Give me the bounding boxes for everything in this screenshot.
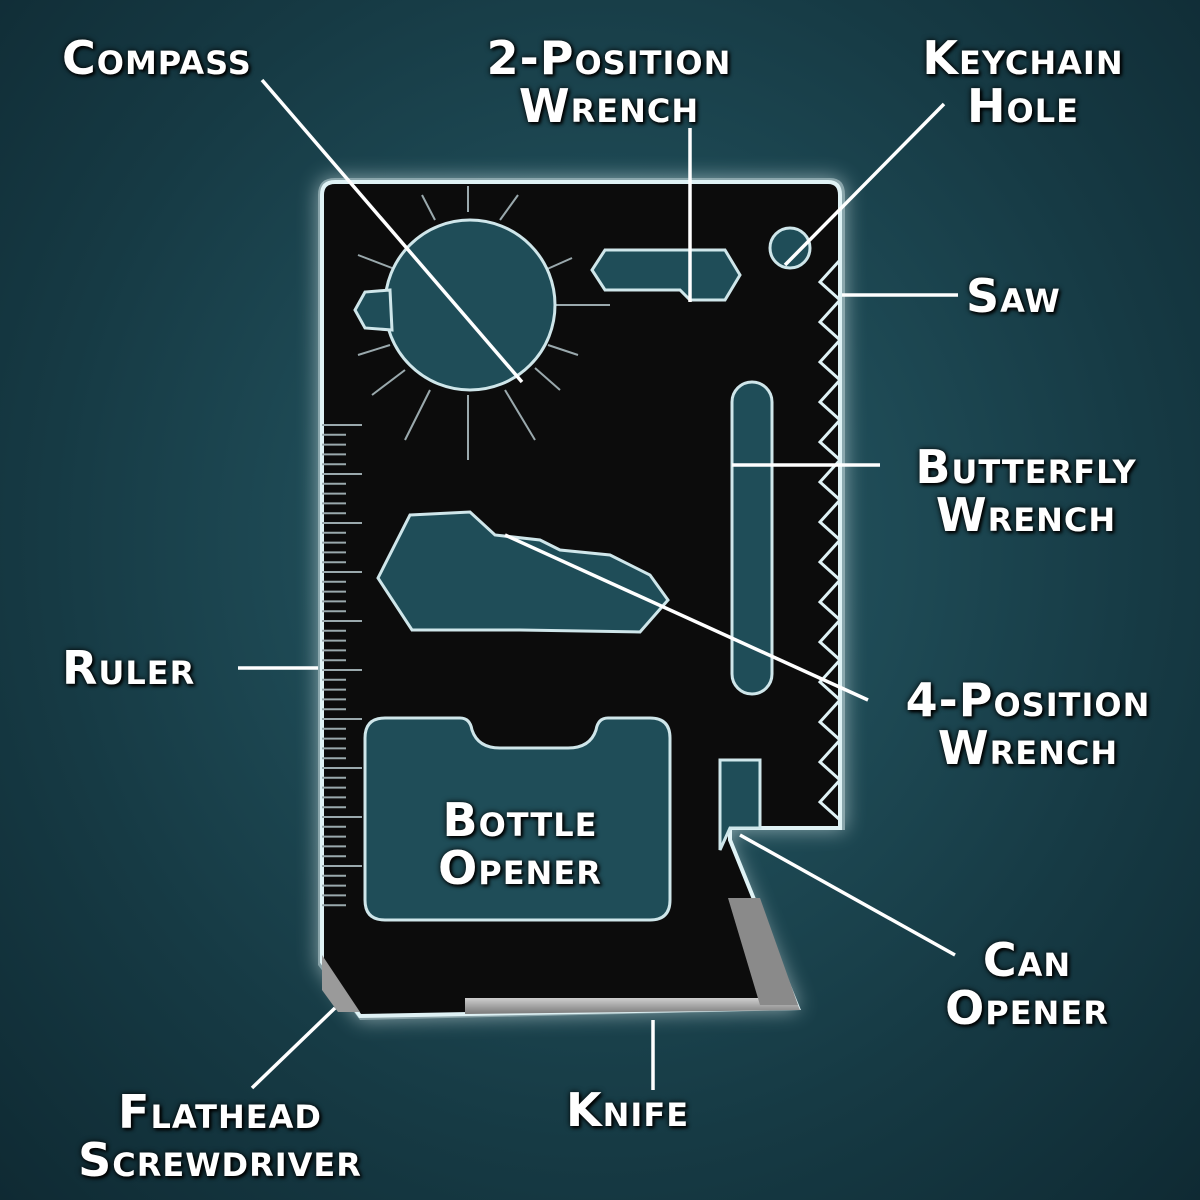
knife-label: Knife (566, 1083, 690, 1137)
callout-lines (238, 78, 958, 1090)
keychain-hole-label-line1: Keychain (922, 31, 1124, 85)
compass-label: Compass (62, 31, 252, 85)
screwdriver-callout (250, 1006, 337, 1090)
bottle-opener-label-line2: Opener (438, 841, 602, 895)
saw-label: Saw (966, 269, 1061, 323)
keychain-hole-cutout (768, 226, 812, 270)
can-opener-label-line2: Opener (945, 981, 1109, 1035)
screwdriver-edge (322, 955, 360, 1012)
saw-teeth (817, 258, 843, 822)
butterfly-wrench-label-line1: Butterfly (915, 440, 1137, 494)
four-position-wrench-callout (504, 533, 869, 702)
keychain-hole-label: Keychain Hole (888, 34, 1158, 130)
keychain-hole-label-line2: Hole (967, 79, 1079, 133)
butterfly-wrench-label-line2: Wrench (935, 488, 1117, 542)
can-opener-label-line1: Can (982, 933, 1072, 987)
two-position-wrench-label-line1: 2-Position (486, 31, 732, 85)
flathead-screwdriver-label-line2: Screwdriver (78, 1133, 362, 1187)
flathead-screwdriver-label-line1: Flathead (118, 1085, 322, 1139)
butterfly-wrench-slot (730, 380, 774, 696)
compass-notch (353, 288, 394, 332)
compass-hole (383, 218, 557, 392)
two-position-wrench-label: 2-Position Wrench (455, 34, 763, 130)
four-position-wrench-label-line2: Wrench (937, 721, 1119, 775)
can-opener-label: Can Opener (912, 936, 1142, 1032)
ruler-ticks (322, 424, 362, 907)
bottle-opener-label: Bottle Opener (395, 796, 645, 892)
four-position-wrench-label-line1: 4-Position (905, 673, 1151, 727)
can-opener-callout (739, 833, 956, 957)
compass-rays (357, 186, 610, 460)
ruler-label: Ruler (62, 641, 196, 695)
knife-blade (465, 998, 800, 1014)
compass-callout (260, 78, 524, 384)
bottle-opener-cutout (363, 716, 672, 922)
four-position-wrench-label: 4-Position Wrench (872, 676, 1184, 772)
two-position-wrench-label-line2: Wrench (518, 79, 700, 133)
bottle-opener-label-line1: Bottle (442, 793, 598, 847)
can-opener-cutout (718, 758, 762, 851)
flathead-screwdriver-label: Flathead Screwdriver (30, 1088, 410, 1184)
keychain-hole-callout (783, 102, 946, 267)
four-position-wrench-cutout (376, 510, 670, 634)
butterfly-wrench-label: Butterfly Wrench (884, 443, 1168, 539)
knife-edge (728, 898, 798, 1005)
